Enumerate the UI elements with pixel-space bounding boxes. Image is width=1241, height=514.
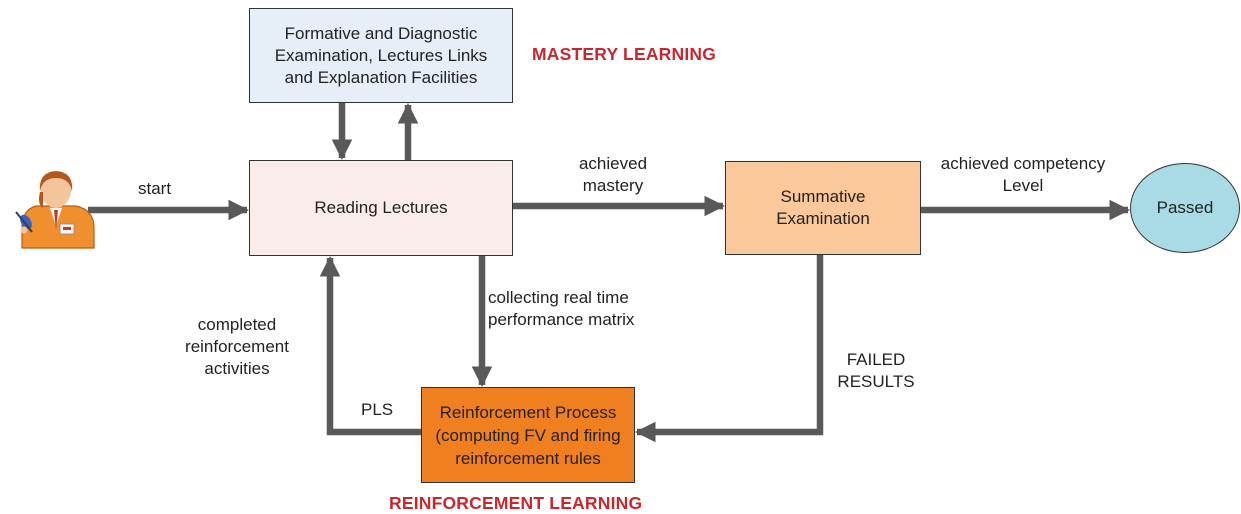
failed-results-label: FAILED RESULTS [837,350,915,391]
reinforcement-learning-title: REINFORCEMENT LEARNING [389,493,643,513]
achieved-mastery-label: achieved mastery [578,154,648,195]
start-label: start [138,179,172,198]
student-user-icon [10,168,96,255]
formative-diagnostic-label: Formative and Diagnostic Examination, Le… [274,23,488,87]
arrow-pls [319,255,421,436]
reading-lectures-label: Reading Lectures [314,198,448,217]
passed-node: Passed [1130,163,1240,253]
completed-reinforcement-label: completed reinforcement activities [185,315,289,378]
reading-lectures-box: Reading Lectures [249,160,513,256]
arrow-failed-results [634,255,824,443]
mastery-learning-title: MASTERY LEARNING [532,44,717,64]
formative-diagnostic-box: Formative and Diagnostic Examination, Le… [249,8,513,103]
summative-examination-label: Summative Examination [776,187,870,228]
achieved-competency-label: achieved competency Level [940,154,1106,195]
passed-label: Passed [1156,198,1214,217]
summative-examination-box: Summative Examination [725,161,921,255]
pls-label: PLS [361,400,394,419]
reinforcement-process-box: Reinforcement Process (computing FV and … [421,387,635,483]
collecting-performance-label: collecting real time performance matrix [488,288,635,329]
reinforcement-process-label: Reinforcement Process (computing FV and … [435,402,621,468]
